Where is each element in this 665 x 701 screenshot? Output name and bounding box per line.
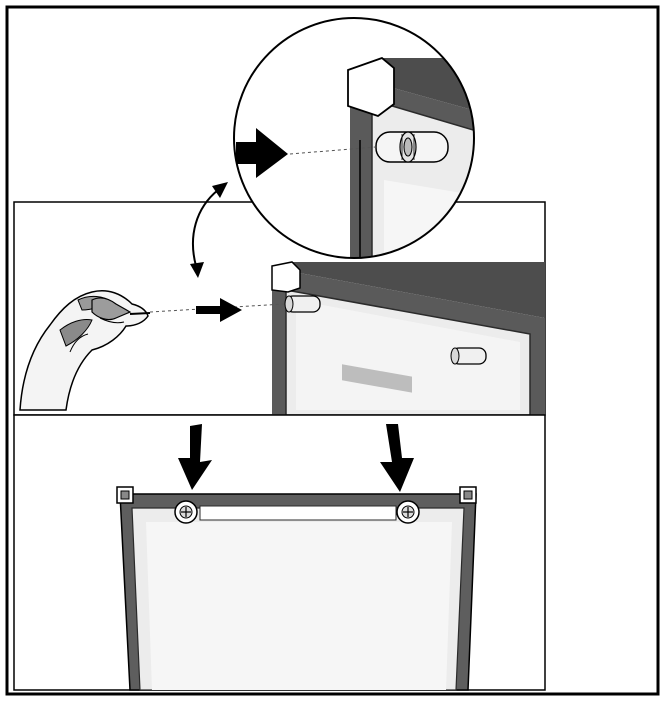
cabinet-top-surface <box>272 262 545 318</box>
middle-panel <box>13 182 546 416</box>
hinge-pin-right <box>450 347 487 365</box>
down-arrow-icon <box>178 424 212 490</box>
zoom-hinge-pin <box>375 131 449 163</box>
detail-zoom-circle <box>233 17 475 259</box>
corner-bracket <box>271 261 301 293</box>
corner-marker-right <box>459 486 477 504</box>
down-arrow-icon <box>380 424 414 492</box>
right-arrow-icon <box>196 298 242 322</box>
zoom-right-arrow-icon <box>236 128 288 178</box>
guide-line-zoom <box>289 146 377 155</box>
screw-icon <box>174 500 198 524</box>
cabinet-door-highlight <box>296 300 520 410</box>
screw-icon <box>396 500 420 524</box>
zoom-corner-bracket <box>347 56 395 118</box>
curved-double-arrow-icon <box>190 182 228 278</box>
door-inner-highlight <box>146 522 452 690</box>
bottom-panel <box>13 414 546 691</box>
hinge-pin-left <box>284 295 321 313</box>
door-top-rail <box>199 505 397 521</box>
corner-marker-left <box>116 486 134 504</box>
zoom-circle-outline <box>233 17 475 259</box>
hand-with-screwdriver-icon <box>19 290 151 411</box>
cabinet-slot <box>342 364 412 393</box>
